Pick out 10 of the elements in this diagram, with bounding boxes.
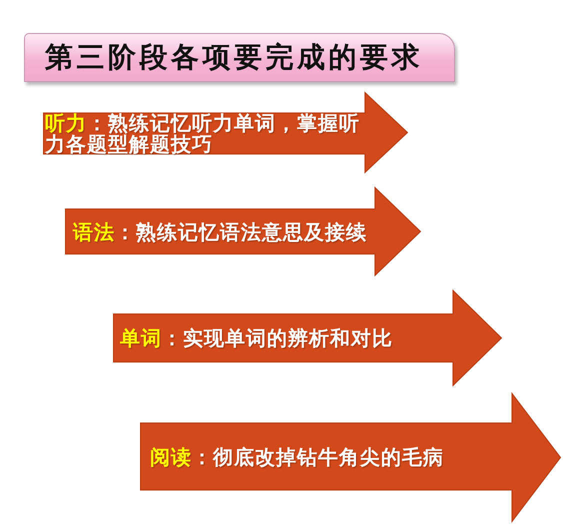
title-banner — [24, 33, 455, 82]
requirement-text: 阅读：彻底改掉钻牛角尖的毛病 — [150, 446, 444, 468]
requirement-text: 单词：实现单词的辨析和对比 — [120, 327, 393, 349]
pointed-banner — [65, 187, 421, 276]
title-text: 第三阶段各项要完成的要求 — [45, 42, 423, 73]
requirement-text: 听力：熟练记忆听力单词，掌握听力各题型解题技巧 — [45, 112, 361, 154]
pointed-banner — [43, 92, 408, 173]
requirement-text: 语法：熟练记忆语法意思及接续 — [73, 220, 367, 242]
pointed-banner — [140, 393, 561, 522]
pointed-banner — [113, 290, 502, 386]
